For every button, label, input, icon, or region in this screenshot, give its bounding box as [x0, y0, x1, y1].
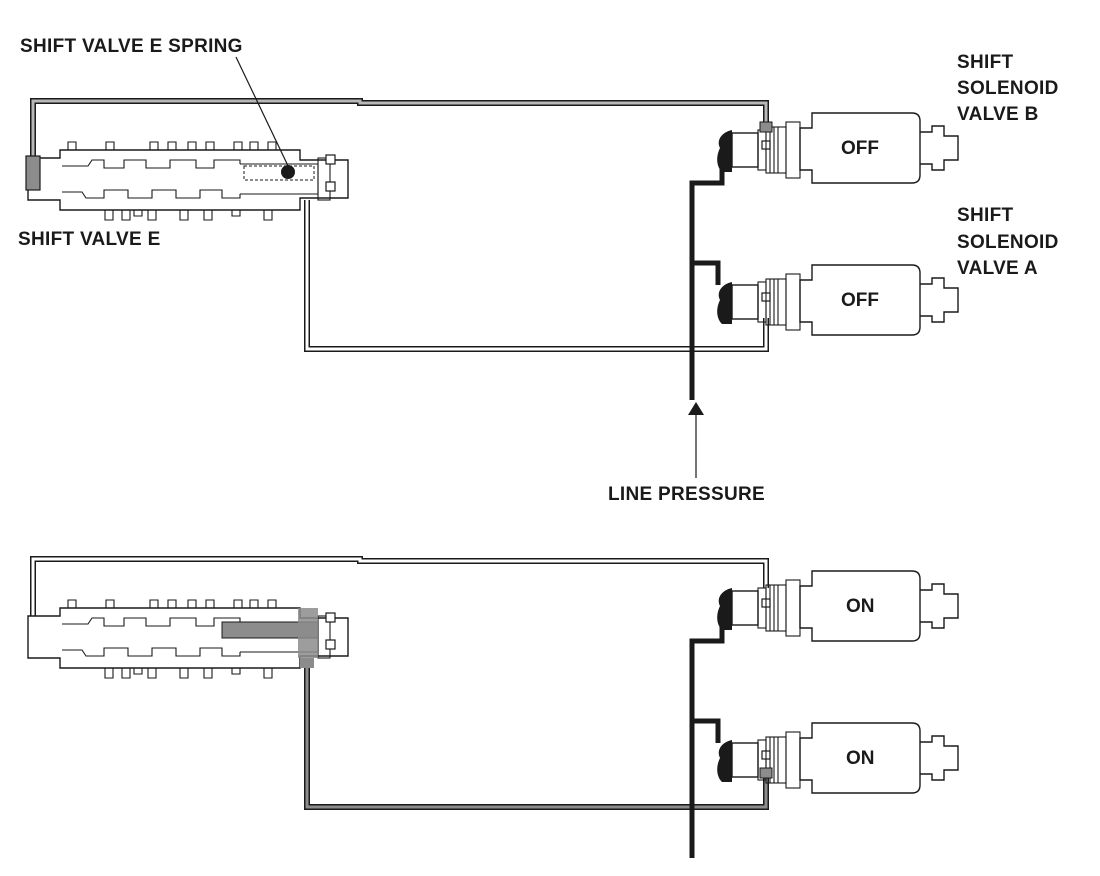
solenoid-a-label-line2: SOLENOID	[957, 232, 1059, 253]
solenoid-a-label-line3: VALVE A	[957, 258, 1038, 279]
shift-solenoid-valve-a-bottom	[716, 722, 959, 794]
spring-dot	[281, 165, 295, 179]
spring-leader-line	[235, 56, 291, 171]
valve-end-cap-gray	[25, 155, 41, 191]
bottom-diagram: ON ON	[27, 556, 959, 858]
spring-label: SHIFT VALVE E SPRING	[20, 36, 243, 57]
solenoid-b-state-bottom: ON	[846, 596, 875, 617]
shift-solenoid-valve-b-top	[716, 112, 959, 184]
shift-solenoid-valve-a-top	[716, 264, 959, 336]
shift-valve-e-top	[27, 141, 349, 221]
solenoid-b-label-line2: SOLENOID	[957, 78, 1059, 99]
solenoid-a-state-top: OFF	[841, 290, 879, 311]
solenoid-a-state-bottom: ON	[846, 748, 875, 769]
solenoid-b-label-line3: VALVE B	[957, 104, 1039, 125]
line-pressure-label: LINE PRESSURE	[608, 484, 765, 505]
shift-valve-label: SHIFT VALVE E	[18, 229, 161, 250]
top-diagram: OFF OFF	[25, 56, 959, 478]
shift-valve-e-spring	[243, 165, 315, 181]
line-pressure-arrow	[688, 402, 704, 415]
solenoid-b-state-top: OFF	[841, 138, 879, 159]
shift-solenoid-valve-b-bottom	[716, 570, 959, 642]
solenoid-a-label-line1: SHIFT	[957, 205, 1013, 226]
solenoid-b-label-line1: SHIFT	[957, 52, 1013, 73]
